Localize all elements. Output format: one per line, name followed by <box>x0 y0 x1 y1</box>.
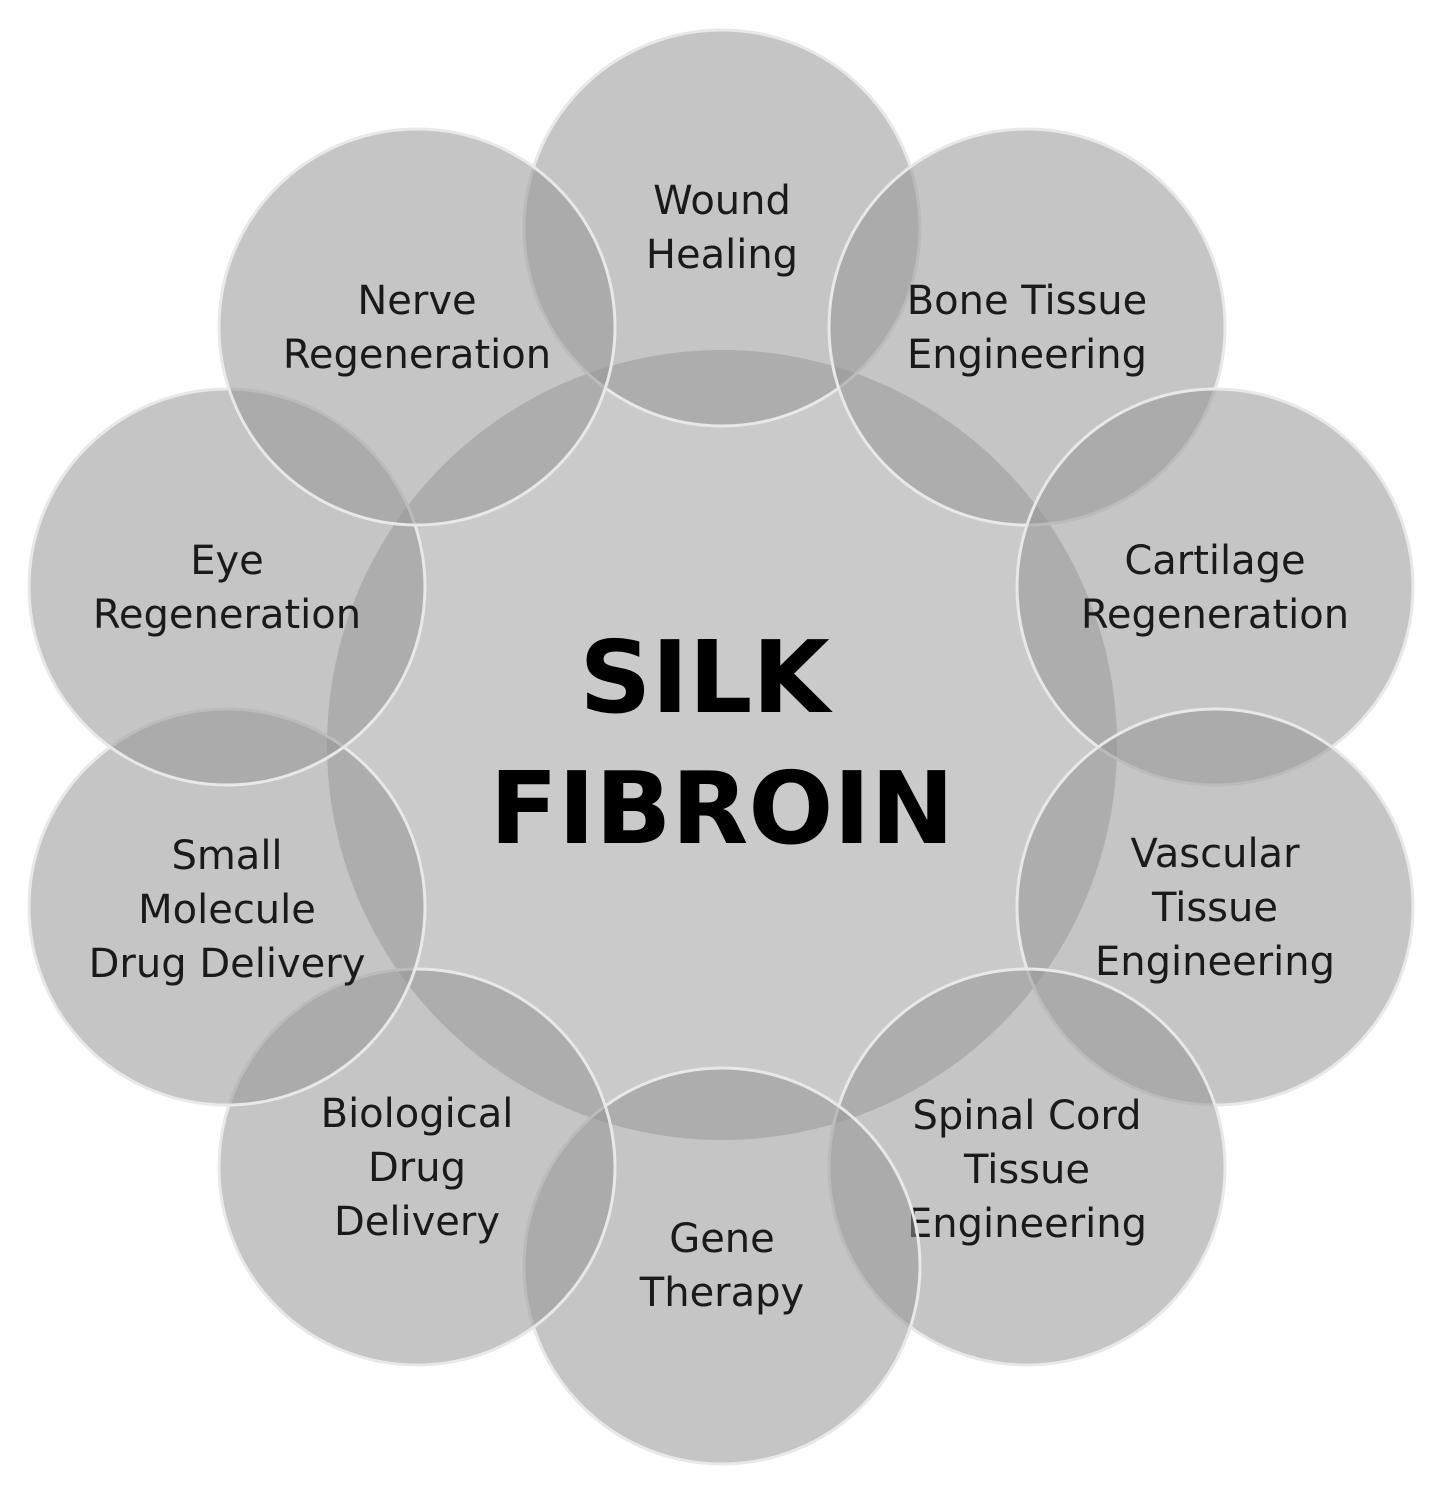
node-label-line: Tissue <box>1151 885 1278 931</box>
node-label-line: Delivery <box>334 1199 500 1245</box>
node-label-line: Engineering <box>907 1201 1147 1247</box>
node-label-line: Regeneration <box>283 332 551 378</box>
node-label-line: Drug Delivery <box>89 941 366 987</box>
node-label-line: Vascular <box>1130 831 1300 877</box>
node-label-line: Bone Tissue <box>907 278 1148 324</box>
node-label-line: Biological <box>321 1091 514 1137</box>
node-label-line: Cartilage <box>1124 538 1305 584</box>
node-label-line: Regeneration <box>93 592 361 638</box>
node-label-line: Spinal Cord <box>912 1093 1141 1139</box>
center-label-line-2: FIBROIN <box>490 750 955 867</box>
node-label-line: Molecule <box>138 887 316 933</box>
node-label-line: Small <box>171 833 282 879</box>
node-label-line: Healing <box>646 232 798 278</box>
node-label-line: Regeneration <box>1081 592 1349 638</box>
node-label-line: Drug <box>368 1145 466 1191</box>
center-circle <box>327 350 1117 1140</box>
node-label-line: Engineering <box>907 332 1147 378</box>
node-label-line: Wound <box>653 178 791 224</box>
node-circle-nerve-regeneration <box>217 127 617 527</box>
center-label-line-1: SILK <box>579 619 833 736</box>
node-label-line: Engineering <box>1095 939 1335 985</box>
center-label: SILK FIBROIN <box>490 619 955 867</box>
node-label-line: Tissue <box>963 1147 1090 1193</box>
node-label-line: Gene <box>669 1216 775 1262</box>
node-label-line: Therapy <box>639 1270 804 1316</box>
node-label-line: Nerve <box>357 278 476 324</box>
node-label-line: Eye <box>190 538 264 584</box>
